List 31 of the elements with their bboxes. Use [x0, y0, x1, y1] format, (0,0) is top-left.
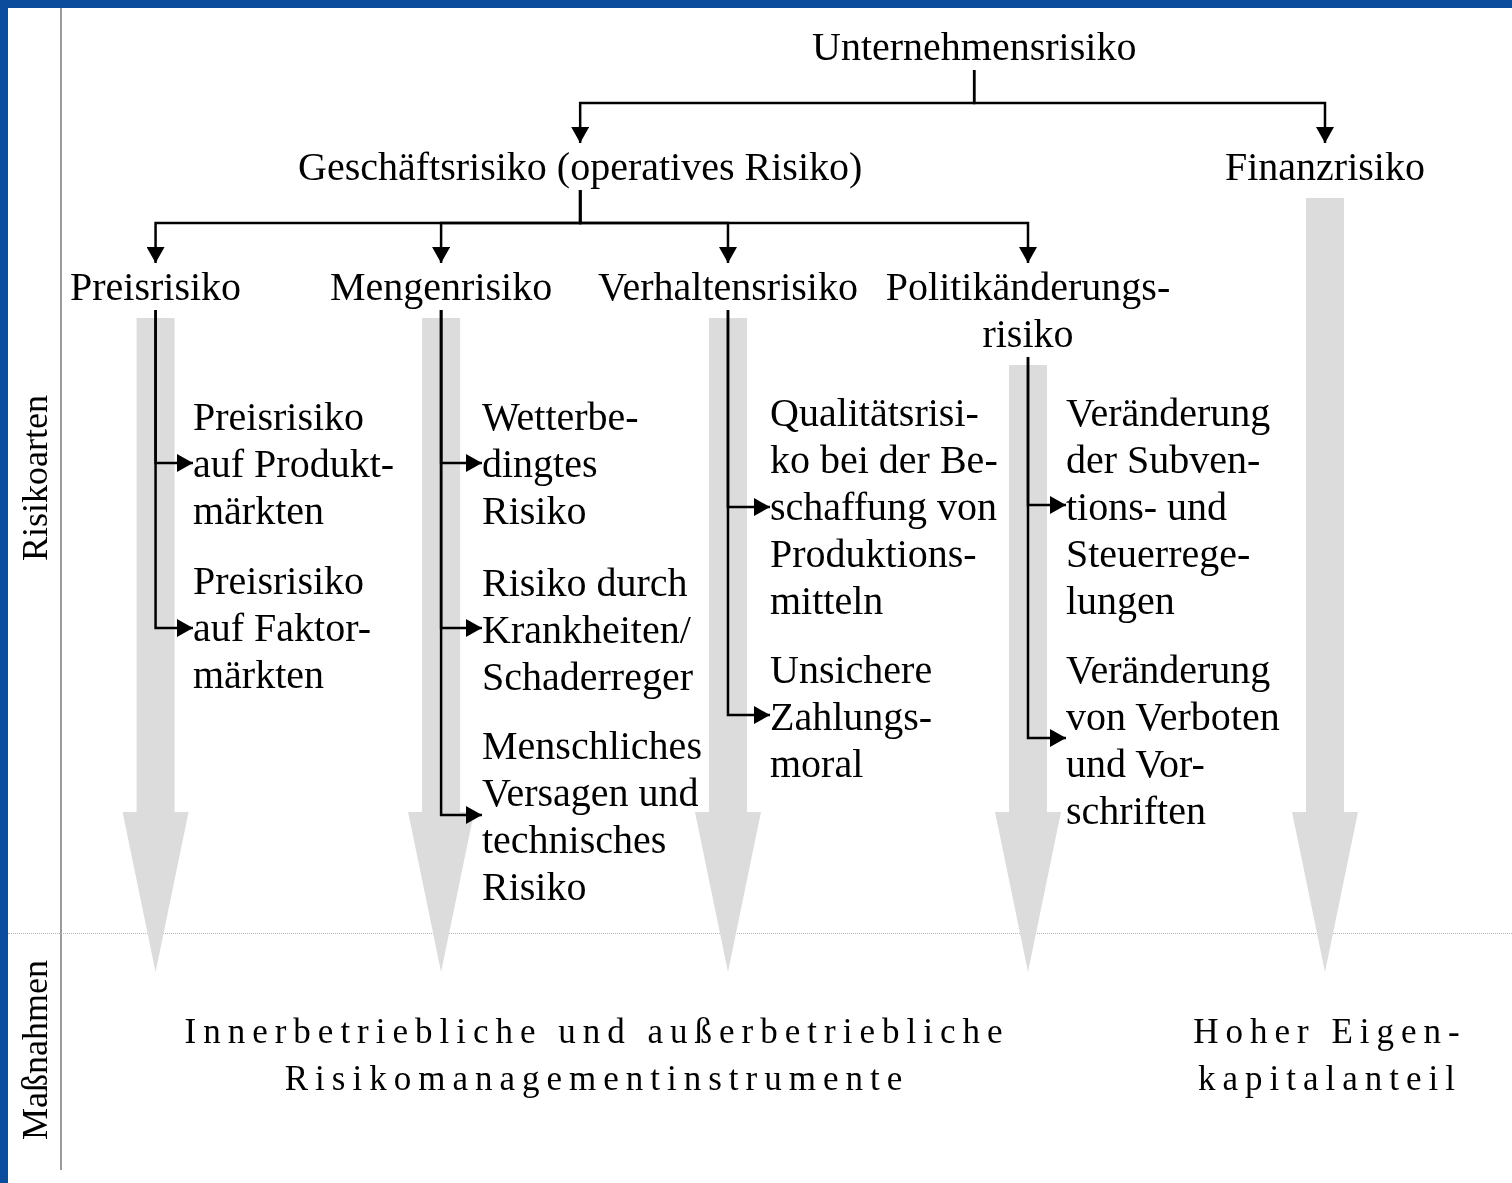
risk-label: Verhaltensrisiko — [598, 263, 858, 310]
arrow — [1026, 357, 1066, 747]
risk-label: Preisrisiko auf Faktor- märkten — [193, 557, 372, 698]
arrow — [726, 310, 770, 724]
risk-label: Wetterbe- dingtes Risiko — [482, 393, 639, 534]
risk-label: Geschäftsrisiko (operatives Risiko) — [298, 143, 863, 190]
arrow — [439, 310, 482, 824]
risk-label: Menschliches Versagen und technisches Risiko — [482, 722, 702, 910]
arrow — [972, 70, 1334, 143]
risk-label: Qualitätsrisi- ko bei der Be- schaffung von Produktions- mitteln — [770, 389, 998, 624]
risk-label: Unternehmensrisiko — [812, 23, 1137, 70]
broad-arrow — [408, 318, 475, 972]
risk-label: Risiko durch Krankheiten/ Schaderreger — [482, 559, 693, 700]
broad-arrow — [695, 318, 761, 972]
risk-label: Preisrisiko — [70, 263, 242, 310]
section-label: Risikoarten — [15, 395, 55, 561]
risk-label: Finanzrisiko — [1225, 143, 1425, 190]
section-label: Maßnahmen — [15, 960, 55, 1140]
broad-arrow — [1292, 198, 1358, 972]
risk-label: Preisrisiko auf Produkt- märkten — [193, 393, 395, 534]
broad-arrow — [995, 365, 1061, 972]
risk-label: Mengenrisiko — [330, 263, 553, 310]
risk-label: Veränderung von Verboten und Vor- schriften — [1066, 646, 1280, 834]
risk-label: Veränderung der Subven- tions- und Steuerrege- lungen — [1066, 389, 1271, 624]
risk-label: Unsichere Zahlungs- moral — [770, 646, 933, 787]
arrow — [154, 310, 193, 637]
measure-label: Hoher Eigen- kapitalanteil — [1165, 972, 1495, 1102]
measure-label: Innerbetriebliche und außerbetriebliche Risikomanagementinstrumente — [107, 972, 1087, 1102]
arrow — [578, 190, 1037, 263]
broad-arrow — [122, 318, 189, 972]
risk-label: Politikänderungs- risiko — [868, 263, 1188, 357]
